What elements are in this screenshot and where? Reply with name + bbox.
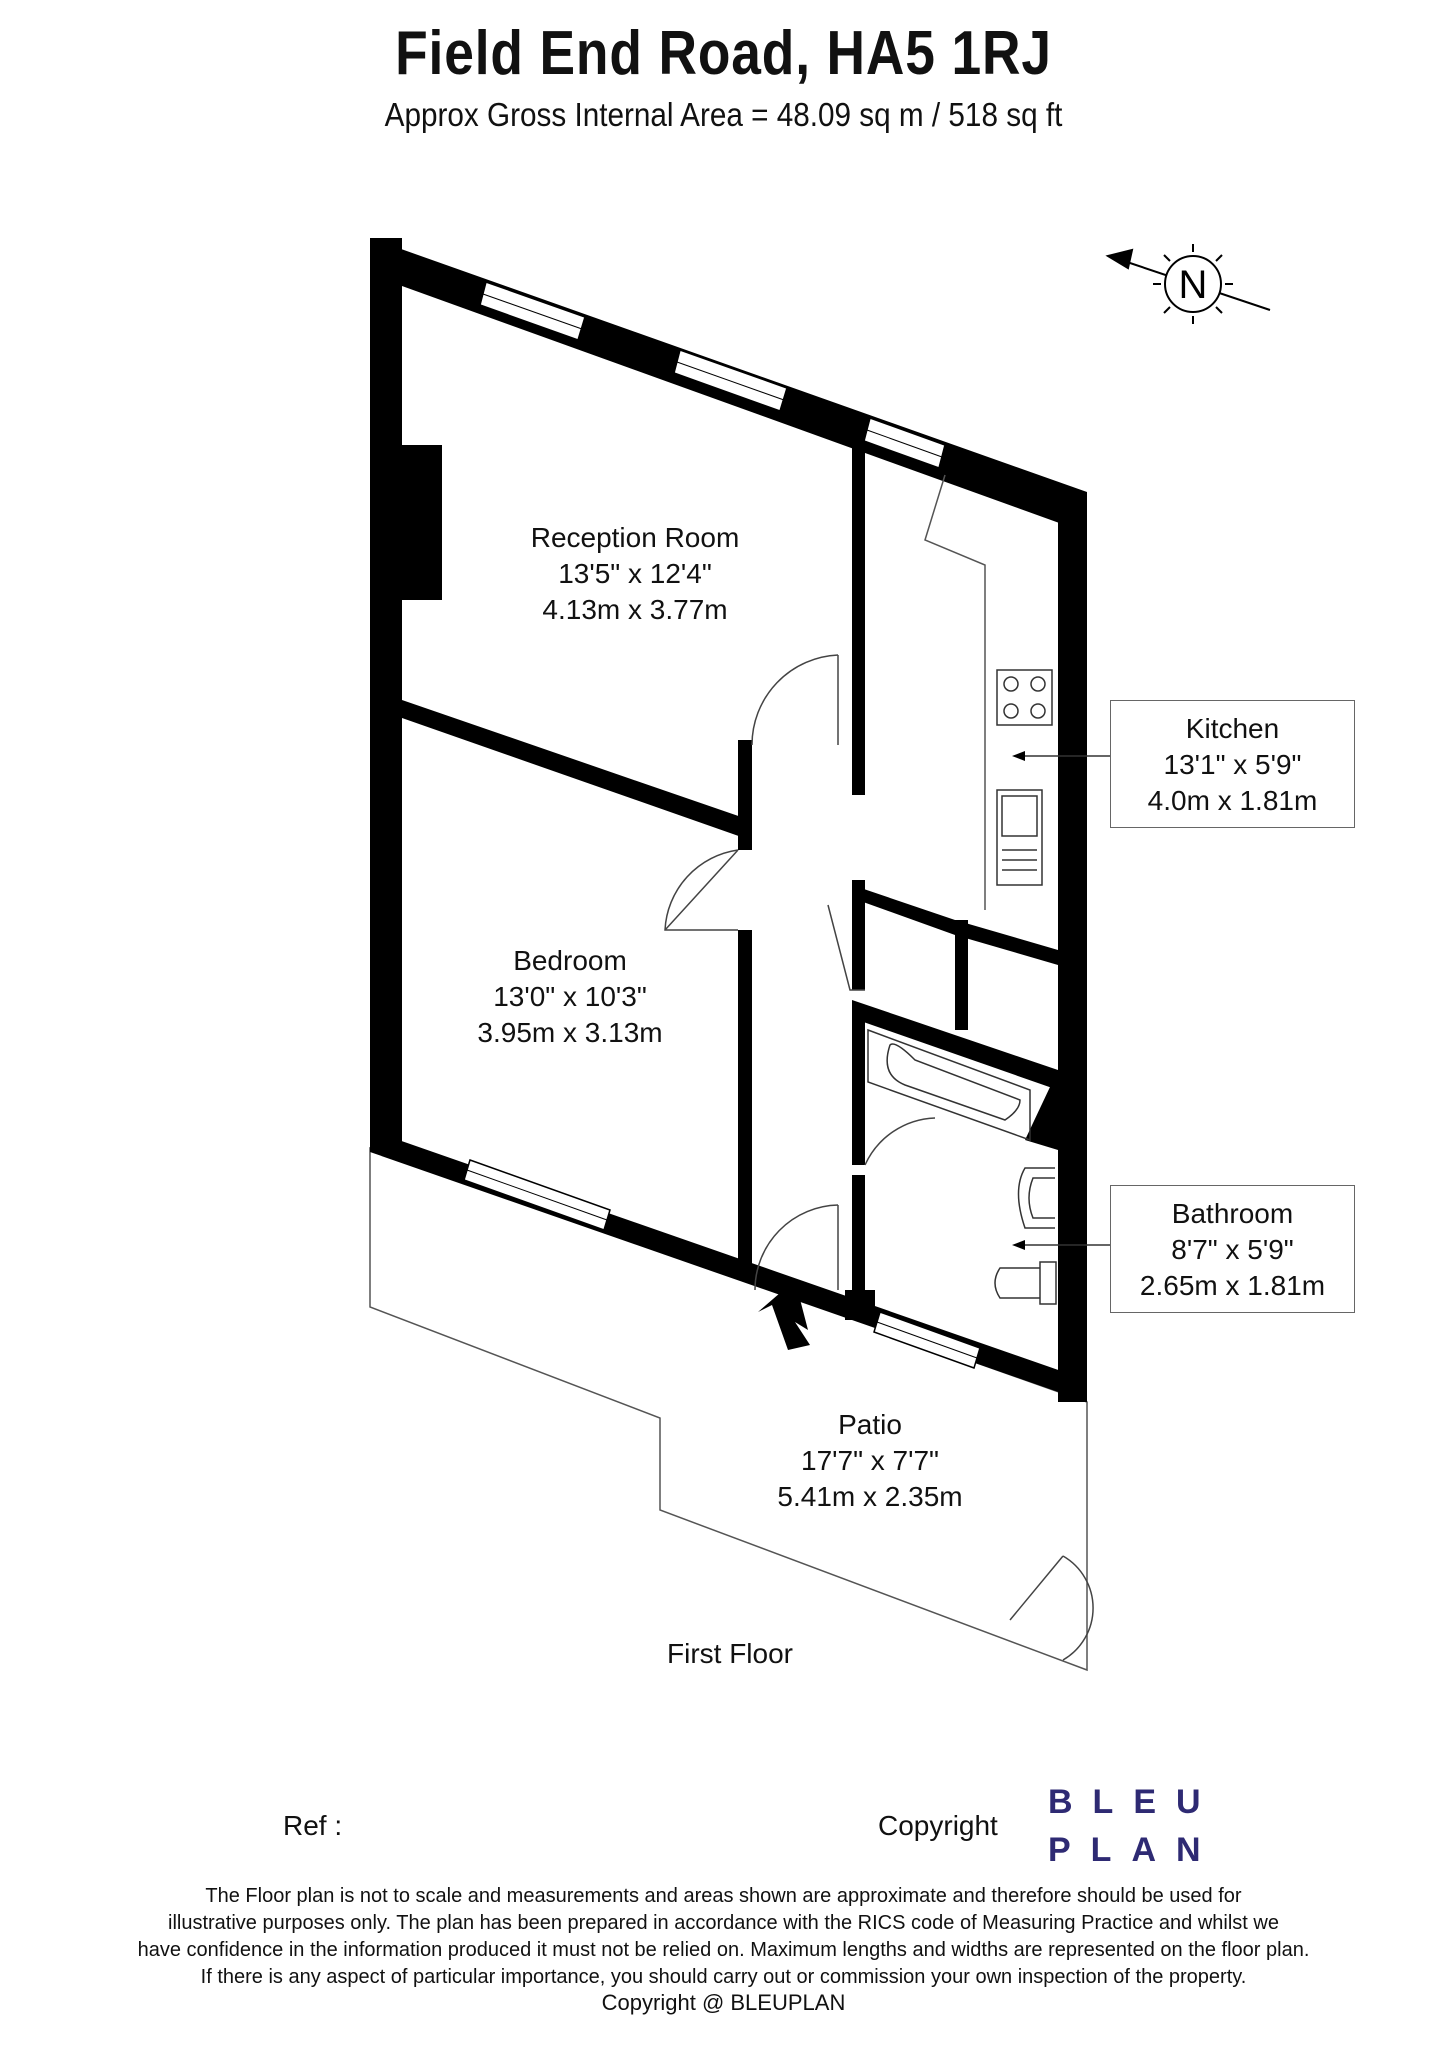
window-icon: [479, 281, 586, 341]
kitchen-name: Kitchen: [1185, 713, 1280, 744]
bedroom-name: Bedroom: [513, 945, 627, 976]
patio-name: Patio: [838, 1409, 902, 1440]
patio-imperial: 17'7" x 7'7": [801, 1445, 939, 1476]
reception-name: Reception Room: [531, 522, 740, 553]
bathroom-metric: 2.65m x 1.81m: [1139, 1270, 1326, 1301]
footer-copyright: Copyright @ BLEUPLAN: [601, 1990, 846, 2015]
copyright-label: Copyright: [878, 1810, 998, 1841]
basin-icon: [1017, 1167, 1055, 1229]
bathroom-pointer: [1012, 1240, 1110, 1250]
window-icon: [873, 1311, 981, 1369]
bathroom-callout: Bathroom 8'7" x 5'9" 2.65m x 1.81m: [1110, 1185, 1355, 1313]
door-icon: [864, 1117, 936, 1166]
ref-label: Ref :: [283, 1810, 343, 1841]
kitchen-worktop: [924, 474, 986, 910]
bath-icon: [867, 1028, 1031, 1142]
kitchen-metric: 4.0m x 1.81m: [1147, 785, 1318, 816]
logo-line2: PLAN: [1048, 1831, 1221, 1869]
patio-metric: 5.41m x 2.35m: [777, 1481, 962, 1512]
disclaimer: The Floor plan is not to scale and measu…: [100, 1883, 1347, 1991]
disclaimer-line: illustrative purposes only. The plan has…: [168, 1912, 1279, 1934]
window-icon: [463, 1159, 611, 1231]
floor-label: First Floor: [667, 1638, 793, 1669]
door-icon: [664, 849, 739, 931]
disclaimer-line: If there is any aspect of particular imp…: [200, 1966, 1247, 1988]
reception-imperial: 13'5" x 12'4": [558, 558, 712, 589]
door-icon: [827, 904, 865, 991]
door-icon: [751, 654, 839, 746]
bathroom-name: Bathroom: [1171, 1198, 1294, 1229]
disclaimer-line: The Floor plan is not to scale and measu…: [205, 1885, 1242, 1907]
interior-walls: [402, 445, 1058, 1320]
kitchen-callout: Kitchen 13'1" x 5'9" 4.0m x 1.81m: [1110, 700, 1355, 828]
hob-icon: [996, 669, 1053, 726]
door-icon: [754, 1204, 839, 1291]
reception-metric: 4.13m x 3.77m: [542, 594, 727, 625]
page-title: Field End Road, HA5 1RJ: [395, 19, 1052, 88]
patio-outline: [369, 1146, 1088, 1672]
kitchen-imperial: 13'1" x 5'9": [1163, 749, 1302, 780]
kitchen-pointer: [1012, 751, 1110, 761]
window-icon: [863, 417, 946, 469]
bedroom-metric: 3.95m x 3.13m: [477, 1017, 662, 1048]
bathroom-imperial: 8'7" x 5'9": [1171, 1234, 1294, 1265]
compass-label: N: [1179, 263, 1208, 307]
area-subtitle: Approx Gross Internal Area = 48.09 sq m …: [384, 96, 1063, 133]
disclaimer-line: have confidence in the information produ…: [137, 1939, 1310, 1961]
wc-icon: [994, 1261, 1057, 1305]
compass-north-icon: [1105, 244, 1271, 324]
entrance-arrow-icon: [758, 1280, 810, 1350]
bleuplan-logo: BLEU PLAN: [1048, 1778, 1221, 1874]
logo-line1: BLEU: [1048, 1783, 1221, 1821]
sink-icon: [996, 789, 1043, 886]
bedroom-imperial: 13'0" x 10'3": [493, 981, 647, 1012]
patio-door-icon: [1009, 1555, 1094, 1661]
window-icon: [673, 349, 788, 412]
